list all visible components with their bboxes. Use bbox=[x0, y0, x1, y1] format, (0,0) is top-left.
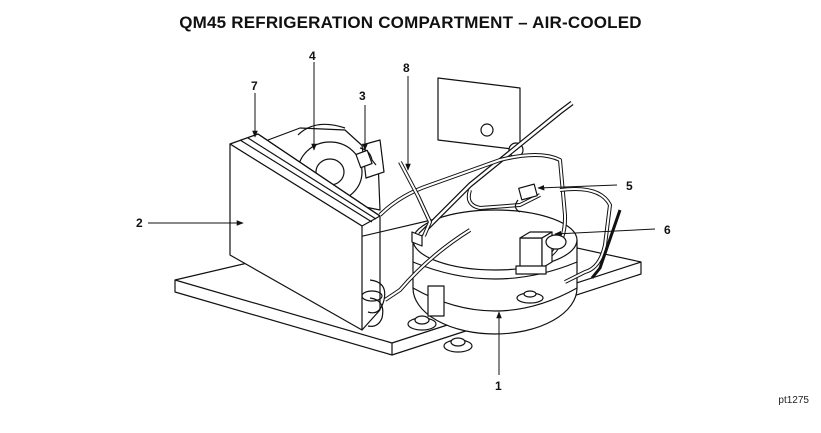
callout-6: 6 bbox=[664, 223, 671, 237]
callout-8: 8 bbox=[403, 61, 410, 75]
valve-5 bbox=[514, 183, 538, 213]
diagram-title: QM45 REFRIGERATION COMPARTMENT – AIR-COO… bbox=[179, 13, 642, 32]
callout-1: 1 bbox=[495, 379, 502, 393]
callout-4: 4 bbox=[309, 49, 316, 63]
callout-7: 7 bbox=[251, 79, 258, 93]
callout-3: 3 bbox=[359, 89, 366, 103]
reference-code: pt1275 bbox=[778, 395, 809, 406]
rear-panel bbox=[437, 77, 521, 151]
callout-5: 5 bbox=[626, 179, 633, 193]
condenser bbox=[229, 133, 381, 331]
solenoid-valve bbox=[515, 231, 567, 275]
compressor-mount bbox=[361, 290, 544, 353]
callout-2: 2 bbox=[136, 216, 143, 230]
